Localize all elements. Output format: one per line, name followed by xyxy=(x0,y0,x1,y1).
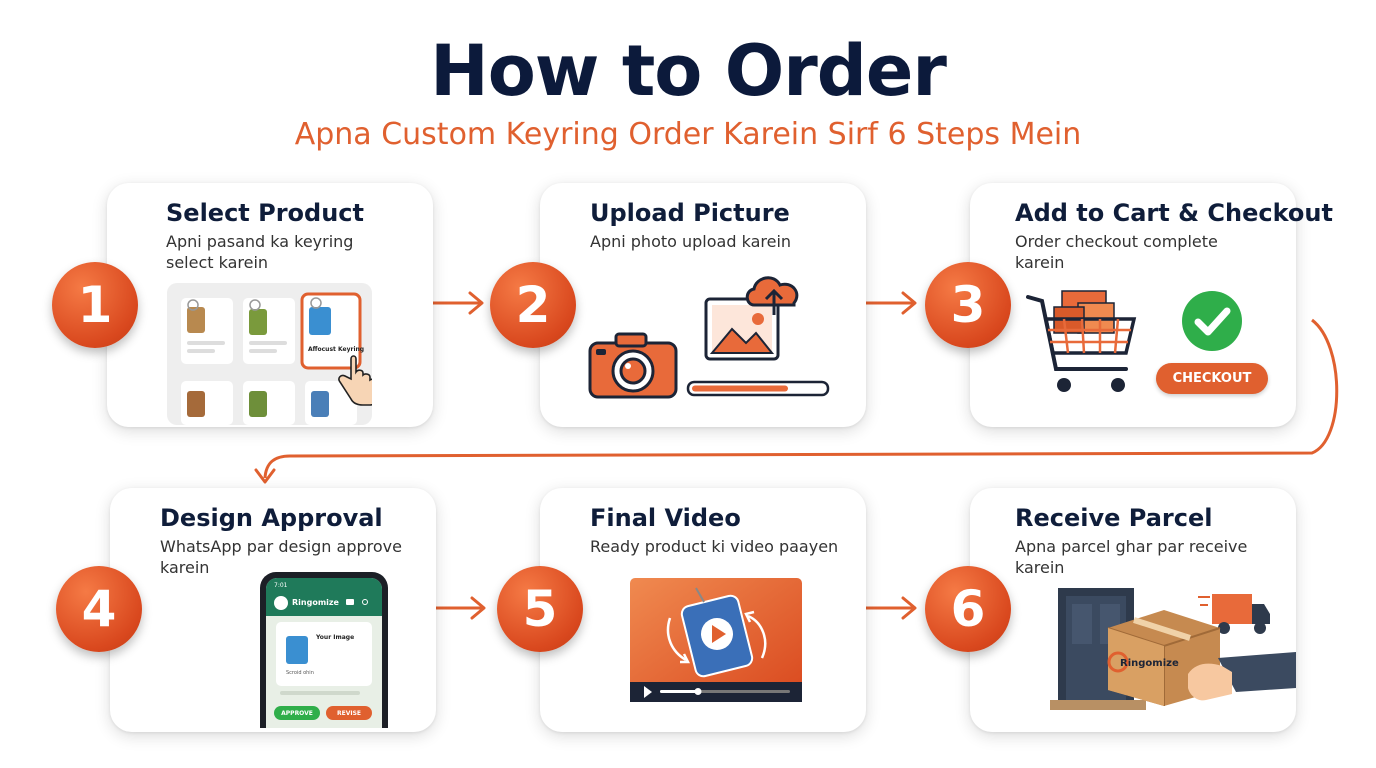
step-number-5: 5 xyxy=(497,566,583,652)
phone-time: 7:01 xyxy=(274,582,288,589)
step-card-3: Add to Cart & Checkout Order checkout co… xyxy=(970,183,1333,427)
step-number-1: 1 xyxy=(52,262,138,348)
step-card-5: Final Video Ready product ki video paaye… xyxy=(540,488,866,732)
phone-screen: 7:01 Ringomize Your Image Scroid ohin AP… xyxy=(266,578,382,728)
box-brand-label: Ringomize xyxy=(1120,658,1179,669)
pointer-hand-icon xyxy=(338,355,372,406)
hand-icon xyxy=(1188,652,1296,701)
step-card-2: Upload Picture Apni photo upload karein xyxy=(540,183,866,427)
step-number-3: 3 xyxy=(925,262,1011,348)
step-description: Order checkout complete karein xyxy=(1015,232,1218,272)
arrow-4-to-5 xyxy=(436,596,486,620)
product-highlight-label: Affocust Keyring xyxy=(308,346,364,353)
video-player-illustration xyxy=(630,578,802,702)
arrow-2-to-3 xyxy=(866,291,917,315)
page-title: How to Order xyxy=(430,30,947,112)
product-tile xyxy=(243,298,295,364)
checkout-button[interactable]: CHECKOUT xyxy=(1156,363,1268,394)
shopping-cart-icon xyxy=(1026,290,1137,392)
product-grid-illustration: Affocust Keyring xyxy=(167,283,372,425)
step-number-4: 4 xyxy=(56,566,142,652)
chat-image-label: Your Image xyxy=(316,634,355,641)
camera-icon xyxy=(588,332,678,399)
product-tile xyxy=(243,381,295,425)
step-card-1: Select Product Apni pasand ka keyring se… xyxy=(107,183,433,427)
arrow-3-to-4 xyxy=(254,318,1339,484)
step-card-6: Receive Parcel Apna parcel ghar par rece… xyxy=(970,488,1296,732)
chat-name: Ringomize xyxy=(292,598,339,607)
step-title: Final Video xyxy=(590,504,741,532)
product-tile xyxy=(305,381,357,425)
delivery-truck-icon xyxy=(1198,594,1270,634)
product-tile xyxy=(181,381,233,425)
step-number-6: 6 xyxy=(925,566,1011,652)
step-card-4: Design Approval WhatsApp par design appr… xyxy=(110,488,436,732)
step-title: Design Approval xyxy=(160,504,383,532)
product-tile-selected: Affocust Keyring xyxy=(300,292,364,370)
step-description: WhatsApp par design approve karein xyxy=(160,537,402,577)
chat-line xyxy=(280,691,360,695)
chat-header: 7:01 Ringomize xyxy=(266,578,382,616)
page-subtitle: Apna Custom Keyring Order Karein Sirf 6 … xyxy=(294,117,1082,152)
chat-message: Your Image Scroid ohin xyxy=(276,622,372,686)
step-title: Select Product xyxy=(166,199,364,227)
product-tile xyxy=(181,298,233,364)
step-description: Ready product ki video paayen xyxy=(590,537,839,556)
step-description: Apni photo upload karein xyxy=(590,232,792,251)
step-number-2: 2 xyxy=(490,262,576,348)
approve-button[interactable]: APPROVE xyxy=(274,706,320,720)
chat-text: Scroid ohin xyxy=(286,670,314,676)
chat-keyring-image xyxy=(286,636,308,664)
step-title: Upload Picture xyxy=(590,199,790,227)
upload-progress-bar xyxy=(686,380,830,397)
step-title: Add to Cart & Checkout xyxy=(1015,199,1333,227)
phone-call-icon xyxy=(362,599,368,605)
arrow-5-to-6 xyxy=(866,596,917,620)
step-title: Receive Parcel xyxy=(1015,504,1213,532)
video-call-icon xyxy=(346,599,354,605)
phone-mockup: 7:01 Ringomize Your Image Scroid ohin AP… xyxy=(260,572,388,728)
check-circle-icon xyxy=(1182,291,1242,351)
image-upload-icon xyxy=(704,276,799,361)
arrow-1-to-2 xyxy=(433,291,484,315)
step-description: Apni pasand ka keyring select karein xyxy=(166,232,354,272)
revise-button[interactable]: REVISE xyxy=(326,706,372,720)
step-description: Apna parcel ghar par receive karein xyxy=(1015,537,1248,577)
chat-avatar xyxy=(274,596,288,610)
